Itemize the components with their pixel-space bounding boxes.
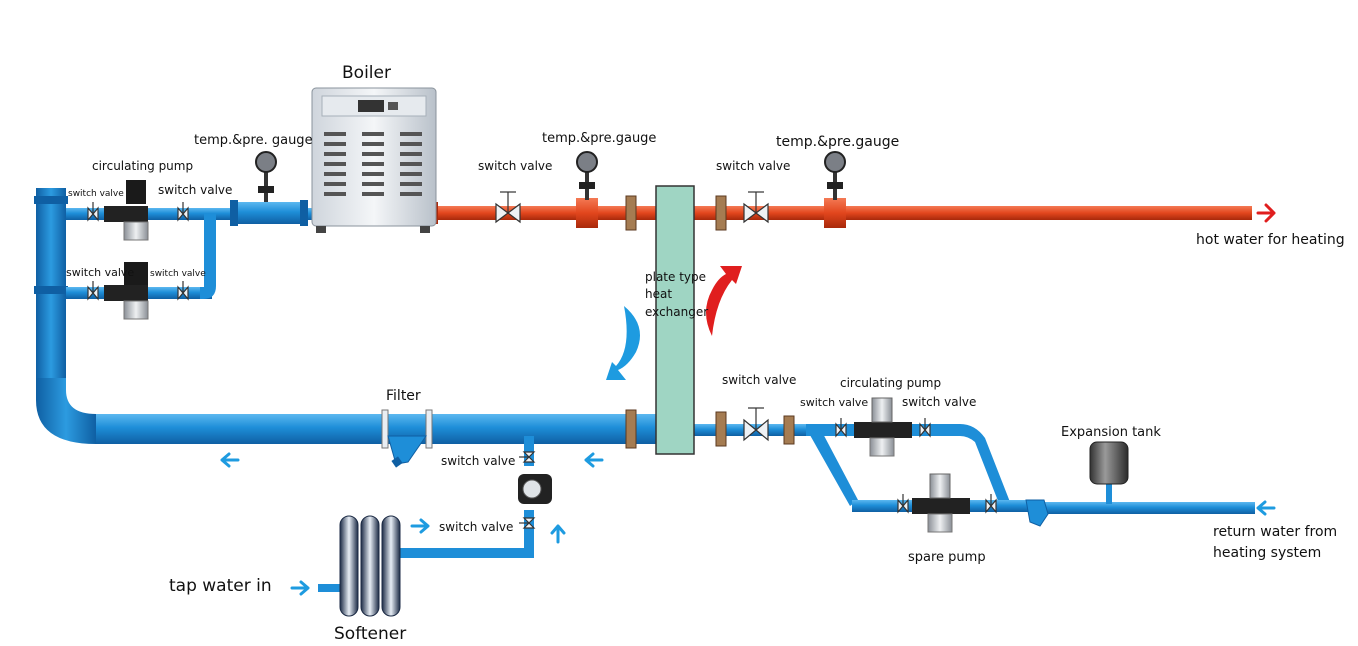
switch-valve-label: switch valve xyxy=(902,395,976,409)
flow-arrow-icon xyxy=(220,452,1276,596)
flanges xyxy=(625,195,795,449)
tap-water-label: tap water in xyxy=(169,576,272,596)
flow-arrow-icon xyxy=(606,306,640,380)
gauge-label-mid: temp.&pre.gauge xyxy=(542,131,656,146)
pressure-gauge-icon xyxy=(255,151,277,202)
gauge-label-left: temp.&pre. gauge xyxy=(194,133,313,148)
pump-icon xyxy=(104,180,149,320)
heat-exchanger-label: heat xyxy=(645,287,672,301)
circulating-pump-bottom-label: circulating pump xyxy=(840,376,941,390)
switch-valve-label: switch valve xyxy=(441,454,515,468)
switch-valve-label: switch valve xyxy=(722,373,796,387)
switch-valve-label: switch valve xyxy=(158,183,232,197)
boiler-label: Boiler xyxy=(342,63,391,83)
circulating-pump-top-label: circulating pump xyxy=(92,159,193,173)
softener xyxy=(339,515,401,617)
cold-pipes xyxy=(34,188,1255,592)
hot-pipe xyxy=(430,198,1252,228)
switch-valve-label: switch valve xyxy=(478,159,552,173)
return-water-label: return water from xyxy=(1213,524,1337,540)
switch-valve-label: switch valve xyxy=(150,269,206,279)
pressure-gauge-icon xyxy=(576,151,598,200)
plate-heat-exchanger xyxy=(655,185,695,455)
filter-return-line xyxy=(1025,499,1049,527)
expansion-tank-label: Expansion tank xyxy=(1061,425,1161,440)
softener-label: Softener xyxy=(334,624,406,644)
spare-pump-label: spare pump xyxy=(908,550,986,565)
expansion-tank xyxy=(1089,441,1129,485)
heat-exchanger-label: plate type xyxy=(645,270,706,284)
flow-arrow-icon xyxy=(1256,203,1276,223)
filter xyxy=(381,409,433,468)
gauge-label-right: temp.&pre.gauge xyxy=(776,134,899,150)
switch-valve-label: switch valve xyxy=(439,520,513,534)
switch-valve-label: switch valve xyxy=(68,189,124,199)
switch-valve-label: switch valve xyxy=(800,396,868,409)
boiler xyxy=(311,87,437,233)
return-water-label: heating system xyxy=(1213,545,1321,561)
filter-label: Filter xyxy=(386,388,421,404)
heat-exchanger-label: exchanger xyxy=(645,305,708,319)
valve-icon xyxy=(87,191,997,529)
pressure-gauge-icon xyxy=(824,151,846,200)
flow-arrow-icon xyxy=(706,266,742,336)
switch-valve-label: switch valve xyxy=(66,266,134,279)
switch-valve-label: switch valve xyxy=(716,159,790,173)
hot-water-label: hot water for heating xyxy=(1196,232,1345,248)
pump-icon xyxy=(518,397,970,533)
